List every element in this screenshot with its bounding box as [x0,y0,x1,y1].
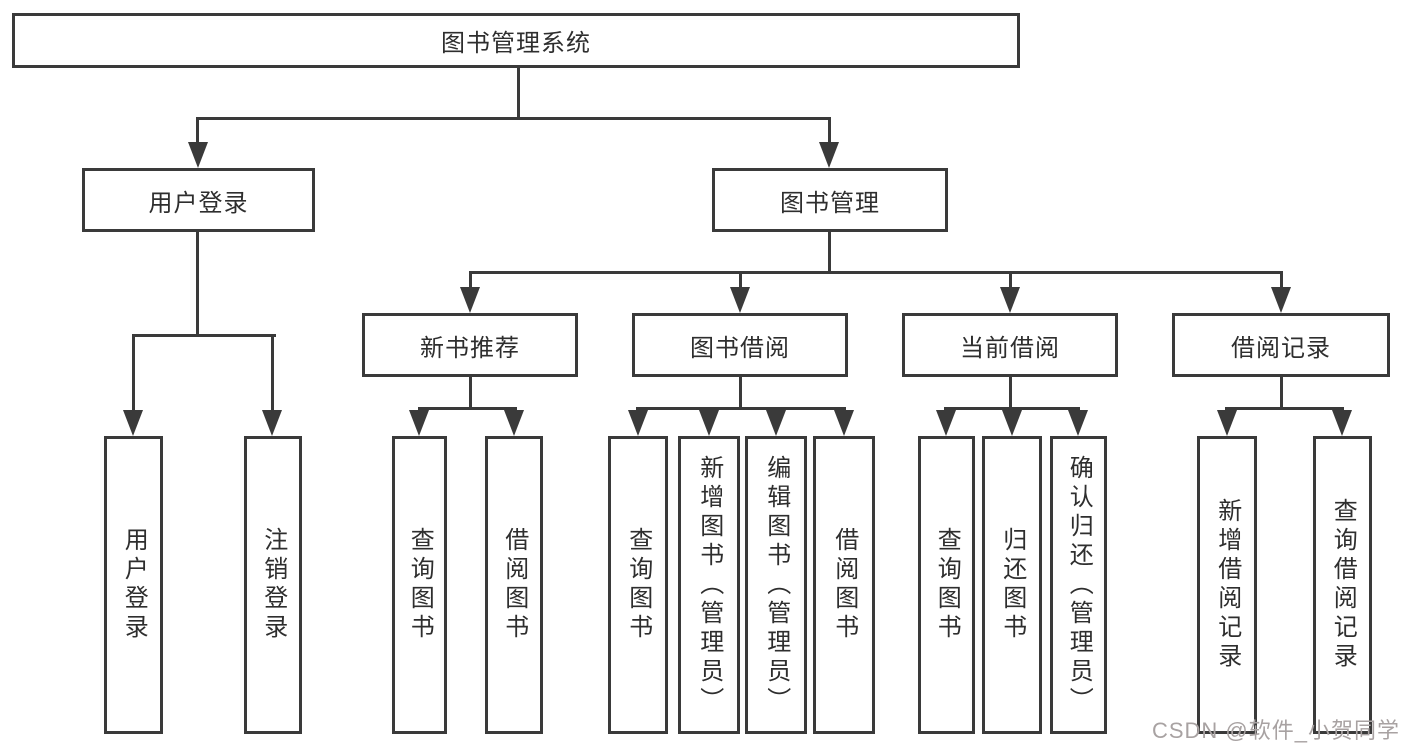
arrowhead-icon [766,410,786,436]
leaf-logout: 注销登录 [244,436,302,734]
leaf-borrow-borrow-book: 借阅图书 [813,436,875,734]
arrowhead-icon [819,142,839,168]
connector-newbook-stem [469,375,472,410]
connector-root-stem [517,65,520,120]
node-borrow-record: 借阅记录 [1172,313,1390,377]
arrowhead-icon [504,410,524,436]
node-user-login: 用户登录 [82,168,315,232]
connector-level1-drop-right [828,117,831,150]
leaf-borrow-edit-book-admin: 编辑图书（管理员） [745,436,807,734]
connector-level1-drop-left [196,117,199,150]
leaf-label: 查询借阅记录 [1329,498,1357,672]
csdn-watermark: CSDN @软件_小贺同学 [1151,718,1400,743]
connector-current-stem [1009,375,1012,410]
connector-level2-drop-3 [1009,271,1012,291]
leaf-label: 确认归还（管理员） [1065,454,1093,716]
leaf-label: 用户登录 [120,527,148,643]
connector-level2-drop-4 [1280,271,1283,291]
leaf-current-query-book: 查询图书 [918,436,975,734]
connector-userlogin-horizontal [132,334,276,337]
arrowhead-icon [1217,410,1237,436]
leaf-user-login: 用户登录 [104,436,163,734]
leaf-current-return-book: 归还图书 [982,436,1042,734]
node-current-borrow: 当前借阅 [902,313,1118,377]
leaf-label: 查询图书 [624,527,652,643]
arrowhead-icon [123,410,143,436]
leaf-label: 借阅图书 [500,527,528,643]
connector-level2-drop-2 [739,271,742,291]
arrowhead-icon [936,410,956,436]
arrowhead-icon [1000,287,1020,313]
connector-level2-drop-1 [469,271,472,291]
leaf-current-confirm-return-admin: 确认归还（管理员） [1050,436,1107,734]
arrowhead-icon [460,287,480,313]
leaf-label: 编辑图书（管理员） [762,454,790,716]
leaf-recommend-query-book: 查询图书 [392,436,447,734]
connector-borrow-horizontal [636,407,846,410]
leaf-recommend-borrow-book: 借阅图书 [485,436,543,734]
connector-level1-horizontal [196,117,831,120]
arrowhead-icon [409,410,429,436]
leaf-record-add-record: 新增借阅记录 [1197,436,1257,734]
connector-record-stem [1280,375,1283,410]
arrowhead-icon [730,287,750,313]
leaf-label: 新增借阅记录 [1213,498,1241,672]
leaf-label: 查询图书 [933,527,961,643]
connector-borrow-stem [739,375,742,410]
node-book-management: 图书管理 [712,168,948,232]
connector-newbook-horizontal [418,407,517,410]
leaf-label: 查询图书 [406,527,434,643]
connector-userlogin-drop-left [132,334,135,414]
node-root-system: 图书管理系统 [12,13,1020,68]
arrowhead-icon [699,410,719,436]
leaf-label: 归还图书 [998,527,1026,643]
arrowhead-icon [628,410,648,436]
connector-userlogin-drop-right [271,334,274,414]
arrowhead-icon [1271,287,1291,313]
arrowhead-icon [188,142,208,168]
leaf-label: 注销登录 [259,527,287,643]
leaf-borrow-query-book: 查询图书 [608,436,668,734]
arrowhead-icon [1002,410,1022,436]
connector-userlogin-stem [196,230,199,337]
connector-record-horizontal [1225,407,1344,410]
node-new-book-recommend: 新书推荐 [362,313,578,377]
leaf-label: 新增图书（管理员） [695,454,723,716]
arrowhead-icon [834,410,854,436]
arrowhead-icon [262,410,282,436]
leaf-label: 借阅图书 [830,527,858,643]
leaf-borrow-add-book-admin: 新增图书（管理员） [678,436,740,734]
connector-level2-horizontal [469,271,1283,274]
connector-bookmgmt-stem [828,230,831,274]
arrowhead-icon [1332,410,1352,436]
arrowhead-icon [1068,410,1088,436]
leaf-record-query-record: 查询借阅记录 [1313,436,1372,734]
node-book-borrow: 图书借阅 [632,313,848,377]
